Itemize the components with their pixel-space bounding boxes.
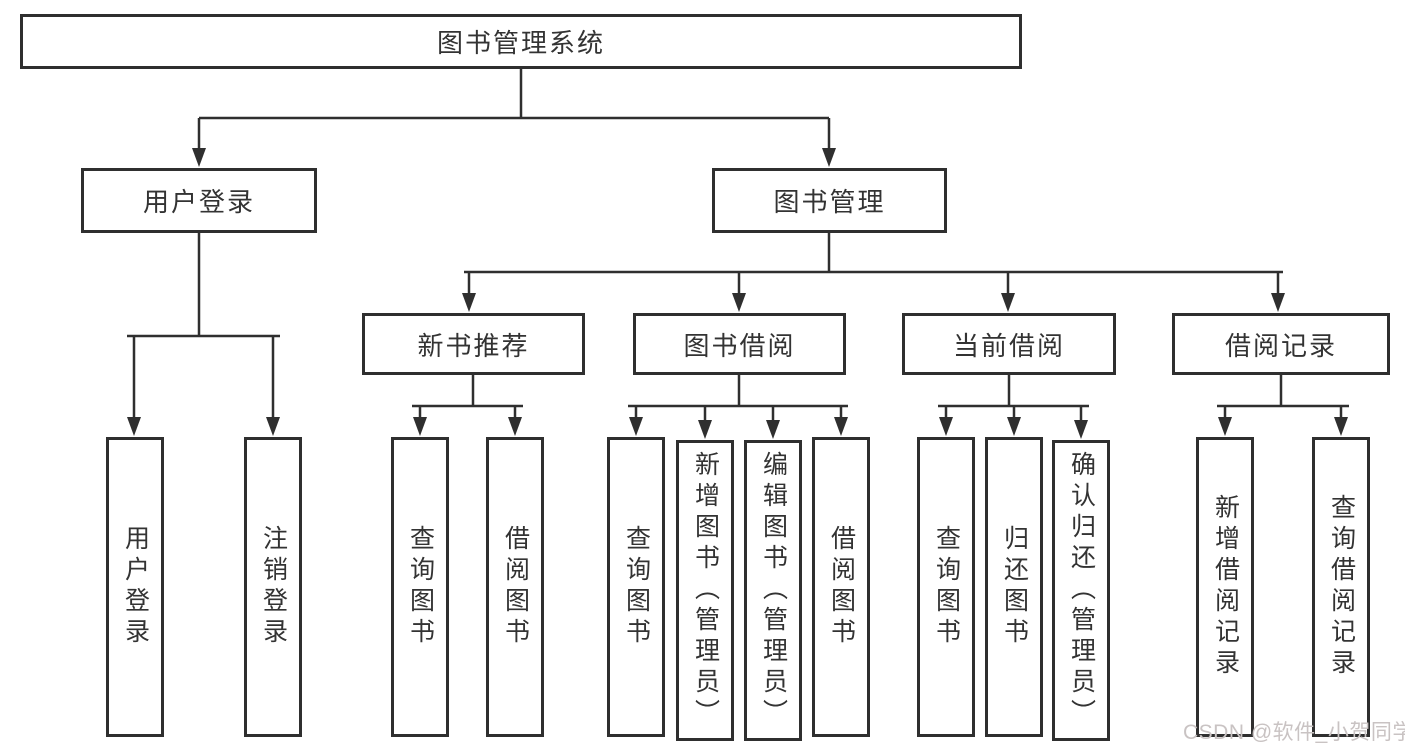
- leaf-label: 借阅图书: [501, 525, 530, 649]
- leaf-label: 新增图书（管理员）: [691, 451, 720, 730]
- leaf-label: 编辑图书（管理员）: [759, 451, 788, 730]
- leaf-label: 确认归还（管理员）: [1067, 451, 1096, 730]
- leaf-logout: 注销登录: [244, 437, 302, 737]
- leaf-label: 注销登录: [259, 525, 288, 649]
- leaf-label: 用户登录: [121, 525, 150, 649]
- leaf-label: 查询图书: [406, 525, 435, 649]
- leaf-query-book-2: 查询图书: [607, 437, 665, 737]
- leaf-edit-book-admin: 编辑图书（管理员）: [744, 440, 802, 741]
- leaf-query-book-1: 查询图书: [391, 437, 449, 737]
- node-library-system: 图书管理系统: [20, 14, 1022, 69]
- leaf-add-book-admin: 新增图书（管理员）: [676, 440, 734, 741]
- leaf-label: 借阅图书: [827, 525, 856, 649]
- node-borrow-record: 借阅记录: [1172, 313, 1390, 375]
- leaf-label: 查询图书: [622, 525, 651, 649]
- node-user-login: 用户登录: [81, 168, 317, 233]
- leaf-add-borrow-record: 新增借阅记录: [1196, 437, 1254, 737]
- node-book-management: 图书管理: [712, 168, 947, 233]
- node-current-borrow: 当前借阅: [902, 313, 1116, 375]
- node-book-borrow: 图书借阅: [633, 313, 846, 375]
- leaf-return-book: 归还图书: [985, 437, 1043, 737]
- leaf-label: 归还图书: [1000, 525, 1029, 649]
- leaf-query-book-3: 查询图书: [917, 437, 975, 737]
- leaf-label: 查询图书: [932, 525, 961, 649]
- leaf-confirm-return-admin: 确认归还（管理员）: [1052, 440, 1110, 741]
- node-new-book-recommend: 新书推荐: [362, 313, 585, 375]
- leaf-query-borrow-record: 查询借阅记录: [1312, 437, 1370, 737]
- leaf-borrow-book-2: 借阅图书: [812, 437, 870, 737]
- leaf-label: 查询借阅记录: [1327, 494, 1356, 680]
- leaf-borrow-book-1: 借阅图书: [486, 437, 544, 737]
- leaf-label: 新增借阅记录: [1211, 494, 1240, 680]
- leaf-user-login: 用户登录: [106, 437, 164, 737]
- csdn-watermark: CSDN @软件_小贺同学: [1183, 721, 1405, 744]
